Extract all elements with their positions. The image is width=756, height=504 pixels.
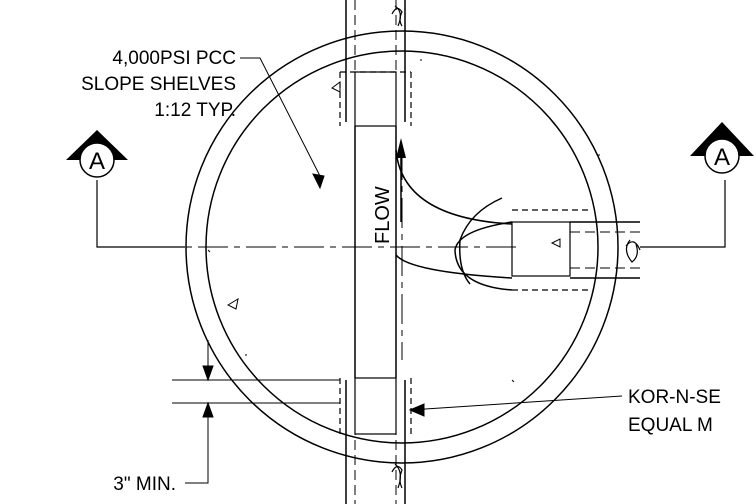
min-dimension	[172, 340, 340, 484]
inlet-pipe-right	[570, 221, 641, 279]
seal-note-line1: KOR-N-SE	[628, 387, 721, 408]
seal-leader	[408, 395, 623, 417]
wall-sleeves	[339, 71, 590, 435]
concrete-note-line3: 1:12 TYP.	[154, 100, 236, 121]
min-dimension-label: 3" MIN.	[113, 474, 176, 495]
section-cut-line	[96, 180, 726, 248]
seal-note-line2: EQUAL M	[628, 415, 713, 436]
concrete-note-line1: 4,000PSI PCC	[112, 48, 236, 69]
section-marker-left	[66, 130, 128, 178]
section-marker-right	[690, 122, 754, 174]
inlet-pipe-top	[345, 0, 406, 122]
centerlines	[150, 150, 520, 360]
flow-label: FLOW	[372, 186, 394, 244]
section-label-right: A	[714, 144, 730, 171]
concrete-note-line2: SLOPE SHELVES	[81, 74, 236, 95]
flow-arrow	[396, 138, 406, 222]
section-label-left: A	[89, 148, 105, 175]
invert-channel	[354, 126, 513, 378]
concrete-leader	[240, 57, 325, 190]
